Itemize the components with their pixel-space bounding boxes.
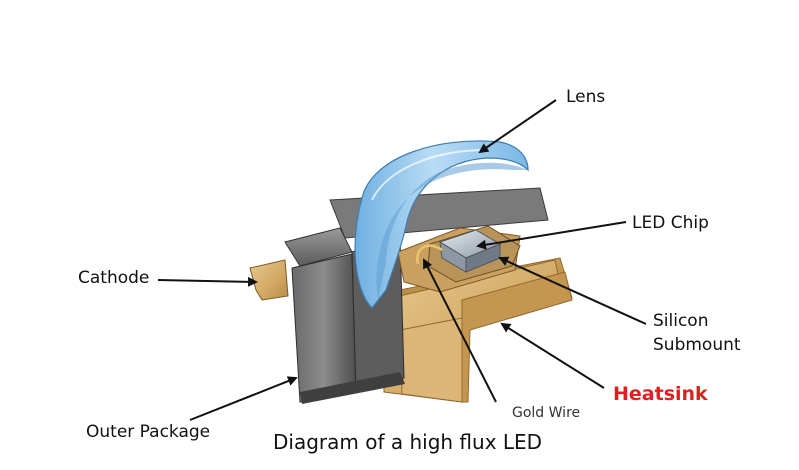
silicon-label: Silicon — [653, 311, 708, 331]
gold-wire-label: Gold Wire — [512, 405, 580, 421]
cathode-arrow — [157, 276, 258, 287]
heatsink-label: Heatsink — [613, 383, 708, 405]
led-chip-arrow — [476, 221, 627, 250]
gold-wire-arrow — [423, 258, 497, 403]
caption: Diagram of a high flux LED — [273, 430, 542, 454]
heatsink-arrow — [500, 322, 605, 389]
outer-package-label: Outer Package — [86, 422, 210, 442]
outer-package-arrow — [189, 376, 298, 421]
cathode-label: Cathode — [78, 268, 149, 288]
labels: Lens LED Chip Cathode Silicon Submount H… — [78, 87, 741, 454]
heatsink-ledge — [399, 317, 463, 403]
led-illustration — [249, 140, 573, 404]
cathode-tab — [249, 259, 289, 301]
led-chip-label: LED Chip — [632, 213, 709, 233]
package-base-strip — [300, 372, 405, 404]
package-front — [291, 253, 357, 403]
submount-label: Submount — [653, 335, 741, 355]
gold-wire-shape — [416, 244, 443, 265]
lens-arrow — [478, 99, 557, 154]
lens-highlight — [371, 149, 487, 201]
leader-lines — [157, 99, 647, 421]
lens-label: Lens — [566, 87, 605, 107]
lens-shape — [354, 140, 529, 309]
silicon-submount-arrow — [498, 256, 647, 325]
